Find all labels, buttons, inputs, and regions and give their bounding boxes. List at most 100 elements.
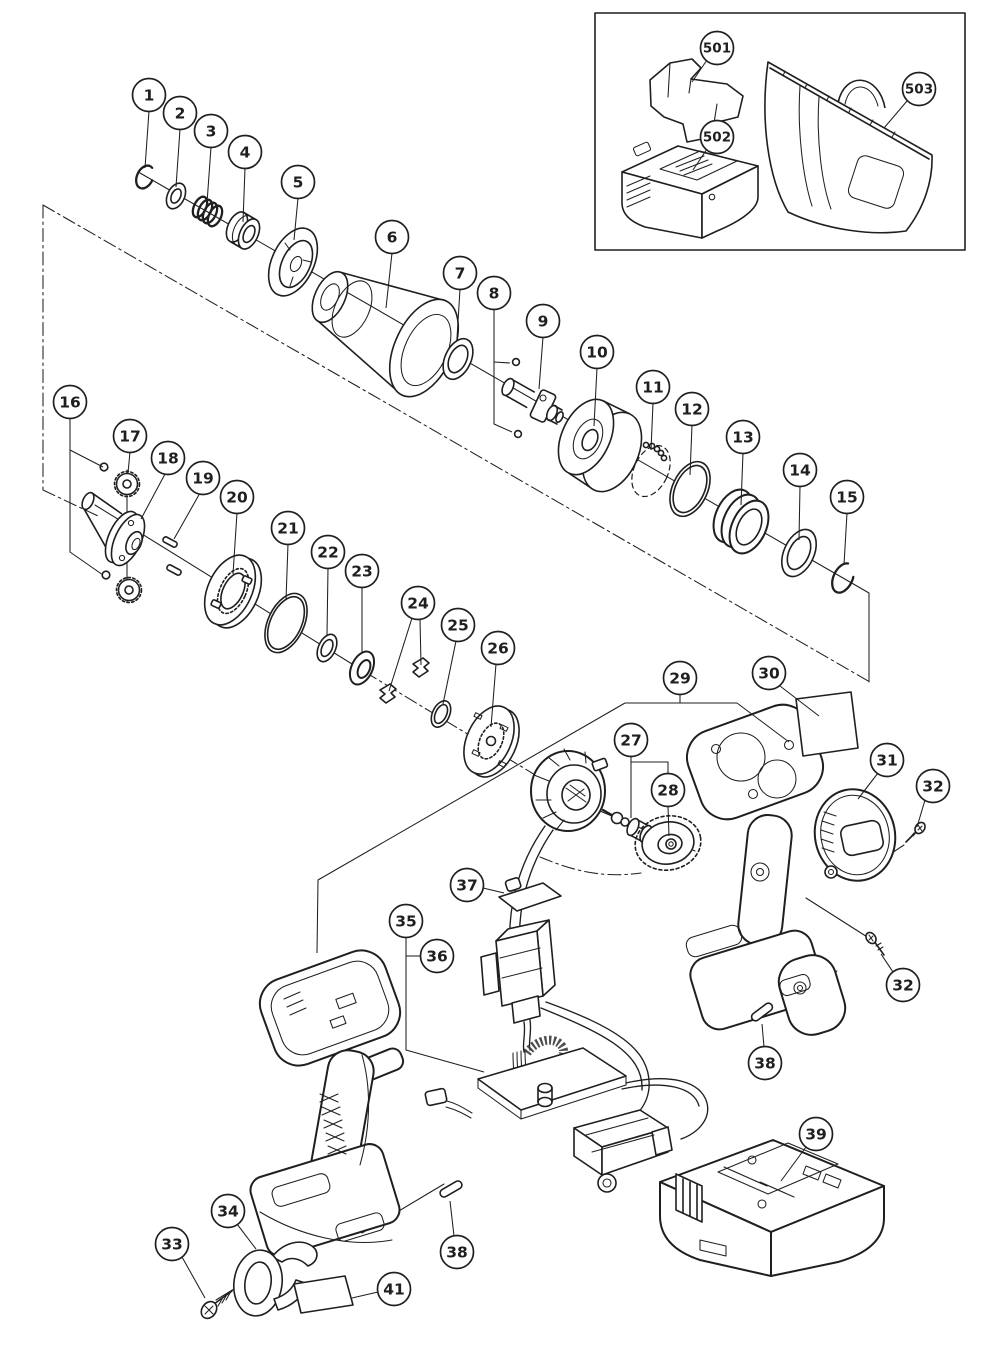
callout-7[interactable]: 7: [442, 255, 478, 339]
callout-20[interactable]: 20: [219, 479, 255, 575]
callout-37[interactable]: 37: [449, 867, 505, 903]
callout-bubble-4[interactable]: [227, 134, 263, 170]
callout-bubble-5[interactable]: [280, 164, 316, 200]
callout-30[interactable]: 30: [751, 655, 820, 717]
callout-17[interactable]: 17: [112, 418, 148, 474]
callout-bubble-1[interactable]: [131, 77, 167, 113]
callout-bubble-41[interactable]: [376, 1271, 412, 1307]
callout-27[interactable]: 27: [613, 722, 669, 819]
callout-10[interactable]: 10: [579, 334, 615, 427]
callout-bubble-23[interactable]: [344, 553, 380, 589]
part-spindle-assembly-16: [81, 462, 146, 580]
callout-21[interactable]: 21: [270, 510, 306, 601]
callout-bubble-28[interactable]: [650, 772, 686, 808]
callout-38-38[interactable]: 38: [747, 1023, 783, 1081]
callout-bubble-24[interactable]: [400, 585, 436, 621]
callout-bubble-3[interactable]: [193, 113, 229, 149]
callout-bubble-501[interactable]: [699, 30, 735, 66]
callout-bubble-8[interactable]: [476, 275, 512, 311]
callout-bubble-34[interactable]: [210, 1193, 246, 1229]
callout-13[interactable]: 13: [725, 419, 761, 506]
callout-4[interactable]: 4: [227, 134, 263, 223]
callout-18[interactable]: 18: [140, 440, 186, 520]
callout-14[interactable]: 14: [782, 452, 818, 541]
callout-number-1: 1: [144, 86, 155, 104]
callout-bubble-26[interactable]: [480, 630, 516, 666]
callout-bubble-37[interactable]: [449, 867, 485, 903]
callout-28[interactable]: 28: [650, 772, 686, 837]
callout-15[interactable]: 15: [829, 479, 865, 566]
callout-9[interactable]: 9: [525, 303, 561, 390]
callout-501[interactable]: 501: [691, 30, 735, 83]
callout-503[interactable]: 503: [883, 71, 937, 129]
callout-31[interactable]: 31: [857, 742, 905, 800]
callout-bubble-16[interactable]: [52, 384, 88, 420]
leader-line-2: [175, 128, 181, 188]
callout-bubble-38[interactable]: [439, 1234, 475, 1270]
callout-bubble-25[interactable]: [440, 607, 476, 643]
callout-bubble-32[interactable]: [885, 967, 921, 1003]
callout-3[interactable]: 3: [193, 113, 229, 204]
callout-bubble-33[interactable]: [154, 1226, 190, 1262]
callout-bubble-17[interactable]: [112, 418, 148, 454]
callout-11[interactable]: 11: [635, 369, 671, 451]
callout-502[interactable]: 502: [692, 119, 735, 171]
callout-bubble-18[interactable]: [150, 440, 186, 476]
part-dampers-24: [379, 657, 430, 704]
callout-bubble-9[interactable]: [525, 303, 561, 339]
part-switch-36: [480, 919, 556, 1053]
part-pin-38a: [750, 1002, 774, 1022]
callout-33[interactable]: 33: [154, 1226, 206, 1299]
callout-19[interactable]: 19: [173, 460, 221, 540]
callout-bubble-11[interactable]: [635, 369, 671, 405]
callout-12[interactable]: 12: [674, 391, 710, 476]
callout-23[interactable]: 23: [344, 553, 380, 653]
callout-1[interactable]: 1: [131, 77, 167, 169]
callout-39[interactable]: 39: [780, 1116, 834, 1182]
callout-8[interactable]: 8: [476, 275, 513, 433]
callout-bubble-7[interactable]: [442, 255, 478, 291]
callout-38-39[interactable]: 38: [439, 1200, 475, 1270]
callout-34[interactable]: 34: [210, 1193, 257, 1250]
callout-bubble-20[interactable]: [219, 479, 255, 515]
callout-bubble-22[interactable]: [310, 534, 346, 570]
callout-bubble-27[interactable]: [613, 722, 649, 758]
callout-bubble-32[interactable]: [915, 768, 951, 804]
callout-bubble-15[interactable]: [829, 479, 865, 515]
callout-number-2: 2: [175, 104, 186, 122]
callout-bubble-6[interactable]: [374, 219, 410, 255]
callout-bubble-14[interactable]: [782, 452, 818, 488]
callout-bubble-503[interactable]: [901, 71, 937, 107]
callout-24[interactable]: 24: [388, 585, 436, 692]
callout-22[interactable]: 22: [310, 534, 346, 636]
callout-bubble-19[interactable]: [185, 460, 221, 496]
callout-35[interactable]: 35: [388, 903, 485, 1073]
callout-bubble-36[interactable]: [419, 938, 455, 974]
callout-bubble-39[interactable]: [798, 1116, 834, 1152]
callout-2[interactable]: 2: [162, 95, 198, 188]
callout-bubble-38[interactable]: [747, 1045, 783, 1081]
callout-bubble-21[interactable]: [270, 510, 306, 546]
callout-bubble-35[interactable]: [388, 903, 424, 939]
callout-32-32[interactable]: 32: [880, 953, 921, 1003]
leader-line-502: [692, 148, 708, 171]
callout-bubble-31[interactable]: [869, 742, 905, 778]
callout-bubble-2[interactable]: [162, 95, 198, 131]
callout-bubble-13[interactable]: [725, 419, 761, 455]
callout-26[interactable]: 26: [480, 630, 516, 728]
callout-number-37: 37: [456, 876, 478, 894]
callout-5[interactable]: 5: [280, 164, 316, 241]
callout-bubble-10[interactable]: [579, 334, 615, 370]
callout-25[interactable]: 25: [440, 607, 476, 705]
callout-41[interactable]: 41: [351, 1271, 412, 1307]
callout-29[interactable]: 29: [316, 660, 790, 954]
callout-bubble-30[interactable]: [751, 655, 787, 691]
callout-6[interactable]: 6: [374, 219, 410, 309]
callout-bubble-502[interactable]: [699, 119, 735, 155]
callout-16[interactable]: 16: [52, 384, 104, 576]
callout-bubble-12[interactable]: [674, 391, 710, 427]
callout-36[interactable]: 36: [406, 938, 455, 974]
callout-32-31[interactable]: 32: [915, 768, 951, 828]
leader-line-38: [449, 1200, 455, 1237]
callout-bubble-29[interactable]: [662, 660, 698, 696]
